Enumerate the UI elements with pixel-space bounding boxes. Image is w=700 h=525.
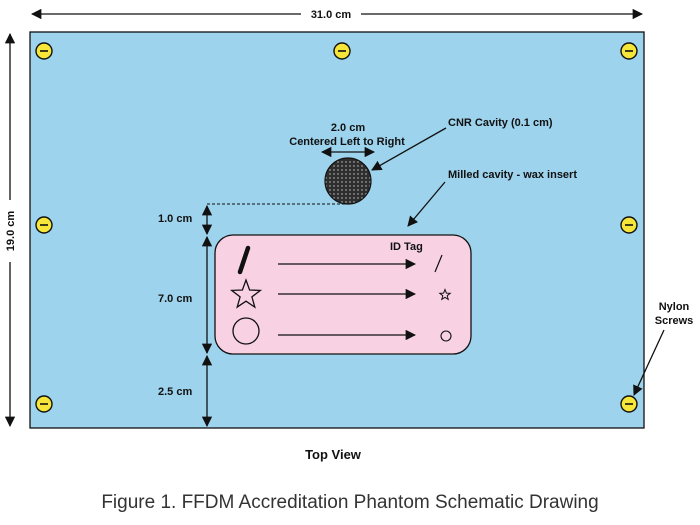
- mass-star-small: [438, 288, 452, 301]
- cnr-cavity-label: CNR Cavity (0.1 cm): [448, 117, 553, 129]
- width-dimension: 31.0 cm: [30, 8, 644, 21]
- figure-caption: Figure 1. FFDM Accreditation Phantom Sch…: [101, 492, 598, 513]
- screw-bottom-right: [620, 395, 638, 413]
- cnr-cavity-pointer: [371, 127, 447, 171]
- nylon-screws: [35, 42, 638, 413]
- fiber-large: [237, 245, 251, 275]
- screw-top-right: [620, 42, 638, 60]
- gap-top-label: 1.0 cm: [158, 213, 192, 225]
- milled-cavity-pointer: [407, 181, 446, 227]
- milled-cavity-label: Milled cavity - wax insert: [448, 169, 577, 181]
- insert-objects: [229, 245, 452, 345]
- screw-mid-left: [35, 216, 53, 234]
- nylon-label-line1: Nylon: [659, 301, 690, 313]
- cnr-size-label: 2.0 cm: [331, 122, 365, 134]
- screw-top-left: [35, 42, 53, 60]
- mass-circle-small: [440, 330, 452, 342]
- height-dimension: 19.0 cm: [4, 32, 17, 428]
- mass-star-large: [229, 278, 263, 309]
- fiber-small: [434, 254, 443, 273]
- mass-circle-large: [232, 317, 260, 345]
- phantom-plate: [29, 31, 645, 429]
- nylon-pointer: [633, 329, 665, 396]
- width-label: 31.0 cm: [311, 9, 352, 21]
- nylon-label-line2: Screws: [655, 315, 694, 327]
- screw-bottom-left: [35, 395, 53, 413]
- cnr-position-label: Centered Left to Right: [289, 136, 405, 148]
- height-label: 19.0 cm: [5, 211, 17, 252]
- screw-top-center: [333, 42, 351, 60]
- insert-height-label: 7.0 cm: [158, 293, 192, 305]
- gap-bottom-label: 2.5 cm: [158, 386, 192, 398]
- vertical-dimensions: 1.0 cm 7.0 cm 2.5 cm: [158, 204, 213, 428]
- screw-mid-right: [620, 216, 638, 234]
- cnr-cavity: [324, 157, 372, 205]
- view-label: Top View: [305, 447, 362, 462]
- id-tag-label: ID Tag: [390, 241, 423, 253]
